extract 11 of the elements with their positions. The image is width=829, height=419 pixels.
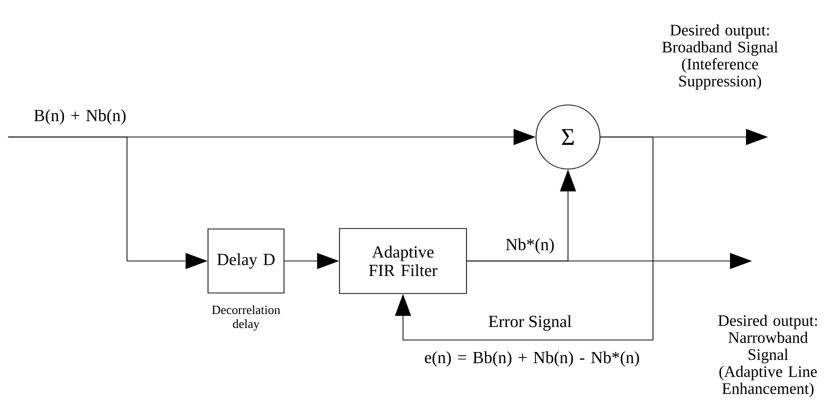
signal-label: Nb*(n) bbox=[506, 238, 554, 254]
node-caption: Decorrelation delay bbox=[212, 305, 280, 331]
process-box: Delay D bbox=[208, 228, 284, 294]
edge-label: Error Signal bbox=[487, 314, 573, 332]
signal-label: e(n) = Bb(n) + Nb(n) - Nb*(n) bbox=[424, 351, 640, 367]
summing-junction: Σ bbox=[536, 104, 600, 170]
arrow bbox=[394, 136, 654, 340]
process-box: Adaptive FIR Filter bbox=[339, 228, 467, 294]
signal-label: Desired output: Broadband Signal (Inteference Suppression) bbox=[662, 24, 778, 90]
signal-label: B(n) + Nb(n) bbox=[34, 109, 126, 125]
signal-label: Desired output: Narrowband Signal (Adaptive Line Enhancement) bbox=[718, 314, 817, 398]
